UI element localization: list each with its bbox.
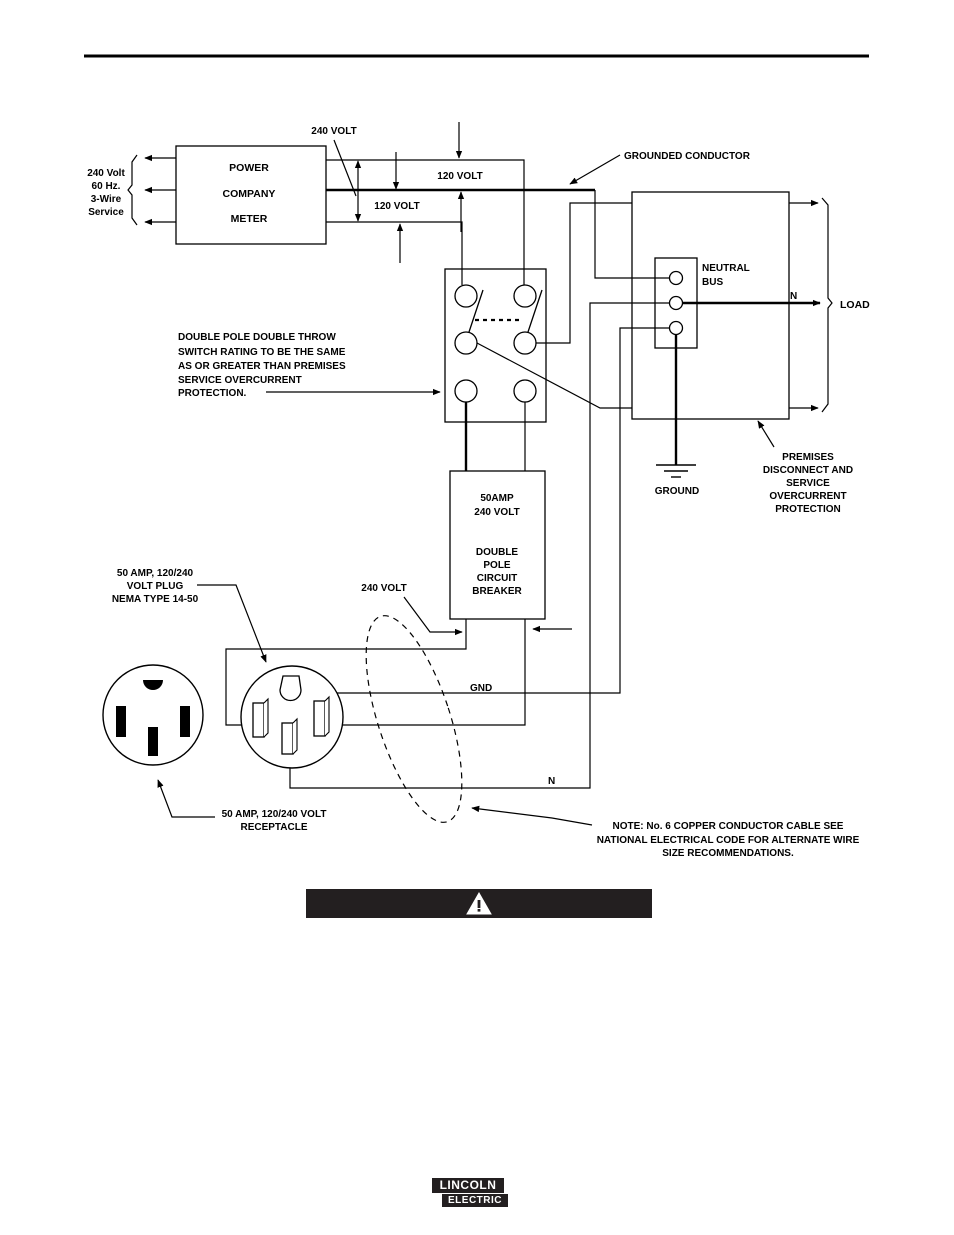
switch-note-5: PROTECTION. <box>178 388 247 399</box>
line-wire-bottom <box>326 221 463 285</box>
plug-pin-left-side <box>263 697 269 738</box>
note-line-3: SIZE RECOMMENDATIONS. <box>662 848 794 859</box>
plug-pin-neutral-side <box>292 717 298 755</box>
switch-to-premises-bottom <box>476 342 632 409</box>
voltage-240-leader <box>333 139 357 197</box>
neutral-bus-terminal-3 <box>668 320 684 336</box>
plug-pin-neutral <box>281 722 294 755</box>
gnd-label: GND <box>470 683 492 694</box>
breaker-to-receptacle-right <box>330 619 526 726</box>
switch-note-3: AS OR GREATER THAN PREMISES <box>178 361 346 372</box>
service-label-2: 60 Hz. <box>92 181 121 192</box>
meter-label-3: METER <box>231 213 268 225</box>
breaker-label-5: CIRCUIT <box>477 573 518 584</box>
note-arrow <box>471 805 593 826</box>
premises-label-5: PROTECTION <box>775 504 841 515</box>
breaker-label-2: 240 VOLT <box>474 507 519 518</box>
warning-triangle-icon <box>466 892 492 915</box>
plug-ground-pin <box>279 675 302 702</box>
receptacle-slot-left <box>116 706 126 737</box>
neutral-bus-label-2: BUS <box>702 277 723 288</box>
switch-blade-left <box>468 289 484 333</box>
line-wire-top <box>326 159 525 285</box>
switch-terminal-1 <box>454 284 478 308</box>
plug-face <box>240 665 344 769</box>
ground-label: GROUND <box>655 486 699 497</box>
plug-pin-right <box>313 700 326 737</box>
breaker-to-receptacle-left <box>225 619 467 726</box>
switch-terminal-4 <box>513 331 537 355</box>
plug-label-2: VOLT PLUG <box>127 581 184 592</box>
logo-line-2: ELECTRIC <box>442 1194 508 1207</box>
premises-arrow <box>757 420 775 448</box>
lincoln-electric-logo: LINCOLN ELECTRIC <box>432 1178 510 1208</box>
switch-terminal-6 <box>513 379 537 403</box>
meter-box <box>175 145 327 245</box>
breaker-label-3: DOUBLE <box>476 547 519 558</box>
switch-note-2: SWITCH RATING TO BE THE SAME <box>178 347 346 358</box>
premises-label-4: OVERCURRENT <box>769 491 846 502</box>
voltage-240-breaker-label: 240 VOLT <box>361 583 406 594</box>
voltage-240-top-label: 240 VOLT <box>311 126 356 137</box>
grounded-conductor-label: GROUNDED CONDUCTOR <box>624 151 751 162</box>
switch-terminal-5 <box>454 379 478 403</box>
meter-label-2: COMPANY <box>223 188 276 200</box>
receptacle-slot-right <box>180 706 190 737</box>
service-label-4: Service <box>88 207 124 218</box>
switch-note-4: SERVICE OVERCURRENT <box>178 375 302 386</box>
receptacle-label-2: RECEPTACLE <box>240 822 307 833</box>
receptacle-arrow <box>157 779 215 818</box>
premises-label-2: DISCONNECT AND <box>763 465 853 476</box>
plug-pin-right-side <box>324 695 330 737</box>
n-bottom-label: N <box>548 776 555 787</box>
voltage-120-b-label: 120 VOLT <box>374 201 419 212</box>
note-line-1: NOTE: No. 6 COPPER CONDUCTOR CABLE SEE <box>613 821 844 832</box>
warning-bar <box>306 889 652 918</box>
premises-label-1: PREMISES <box>782 452 834 463</box>
switch-terminal-3 <box>454 331 478 355</box>
premises-panel-box <box>631 191 790 420</box>
breaker-label-6: BREAKER <box>472 586 522 597</box>
neutral-bus-terminal-2 <box>668 295 684 311</box>
receptacle-face <box>102 664 204 766</box>
receptacle-slot-neutral <box>148 727 158 756</box>
load-brace <box>821 197 833 413</box>
plug-label-3: NEMA TYPE 14-50 <box>112 594 199 605</box>
breaker-label-4: POLE <box>483 560 511 571</box>
service-label-1: 240 Volt <box>87 168 125 179</box>
logo-line-1: LINCOLN <box>432 1178 504 1193</box>
circuit-breaker-box <box>449 470 546 620</box>
neutral-receptacle-wire <box>289 302 670 789</box>
receptacle-ground-slot <box>143 680 163 690</box>
service-brace <box>127 154 138 226</box>
gnd-wire <box>300 327 670 694</box>
voltage-240-breaker-leader <box>403 596 463 636</box>
load-label: LOAD <box>840 299 870 311</box>
switch-to-premises-top <box>536 202 632 344</box>
neutral-to-bus-wire <box>594 190 670 279</box>
neutral-load-n-label: N <box>790 291 797 302</box>
switch-blade-right <box>527 289 543 333</box>
switch-note-1: DOUBLE POLE DOUBLE THROW <box>178 332 336 343</box>
plug-label-1: 50 AMP, 120/240 <box>117 568 194 579</box>
voltage-120-a-label: 120 VOLT <box>437 171 482 182</box>
premises-label-3: SERVICE <box>786 478 830 489</box>
receptacle-label-1: 50 AMP, 120/240 VOLT <box>222 809 327 820</box>
plug-arrow <box>197 584 267 663</box>
neutral-bus-terminal-1 <box>668 270 684 286</box>
service-label-3: 3-Wire <box>91 194 122 205</box>
meter-label-1: POWER <box>229 162 269 174</box>
dpdt-switch-box <box>444 268 547 423</box>
neutral-bus-label-1: NEUTRAL <box>702 263 750 274</box>
grounded-conductor-arrow <box>569 154 621 185</box>
switch-terminal-2 <box>513 284 537 308</box>
cable-ellipse-dashed <box>365 615 463 823</box>
plug-pin-left <box>252 702 265 738</box>
note-line-2: NATIONAL ELECTRICAL CODE FOR ALTERNATE W… <box>597 835 860 846</box>
breaker-label-1: 50AMP <box>480 493 514 504</box>
